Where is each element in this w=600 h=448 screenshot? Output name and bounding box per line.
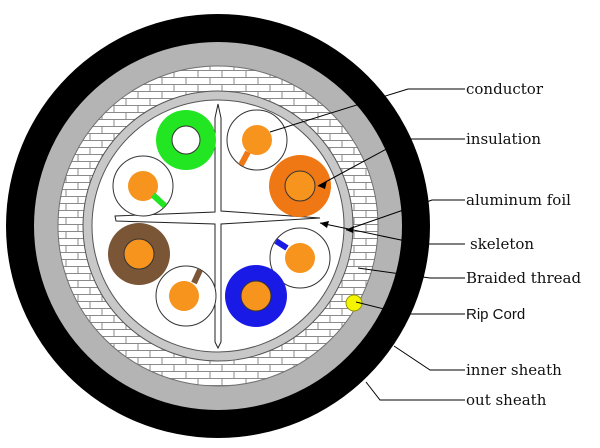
label-braided-thread: Braided thread bbox=[466, 269, 581, 287]
leader-rip-cord bbox=[355, 301, 465, 315]
wire-orange-solid bbox=[269, 155, 331, 217]
label-skeleton: skeleton bbox=[470, 235, 534, 253]
wire-green-solid bbox=[156, 110, 216, 170]
wire-brown-stripe bbox=[155, 265, 217, 327]
label-conductor: conductor bbox=[466, 80, 544, 98]
leader-inner-sheath bbox=[393, 345, 465, 371]
wire-green-stripe bbox=[112, 155, 174, 217]
wire-blue-solid bbox=[225, 265, 287, 327]
label-inner-sheath: inner sheath bbox=[466, 361, 562, 379]
wire-orange-stripe bbox=[226, 109, 288, 171]
wire-brown-solid bbox=[108, 223, 170, 285]
leader-out-sheath bbox=[365, 381, 465, 401]
label-aluminum-foil: aluminum foil bbox=[466, 191, 571, 209]
label-out-sheath: out sheath bbox=[466, 391, 547, 409]
wire-blue-stripe bbox=[269, 227, 331, 289]
leader-insulation bbox=[317, 138, 465, 187]
leader-lines bbox=[269, 88, 465, 401]
leader-conductor bbox=[269, 88, 465, 133]
leader-aluminum-foil bbox=[345, 199, 465, 231]
label-insulation: insulation bbox=[466, 130, 541, 148]
skeleton-cross bbox=[114, 103, 321, 350]
label-rip-cord: Rip Cord bbox=[466, 306, 525, 323]
leader-braided-thread bbox=[357, 267, 465, 279]
